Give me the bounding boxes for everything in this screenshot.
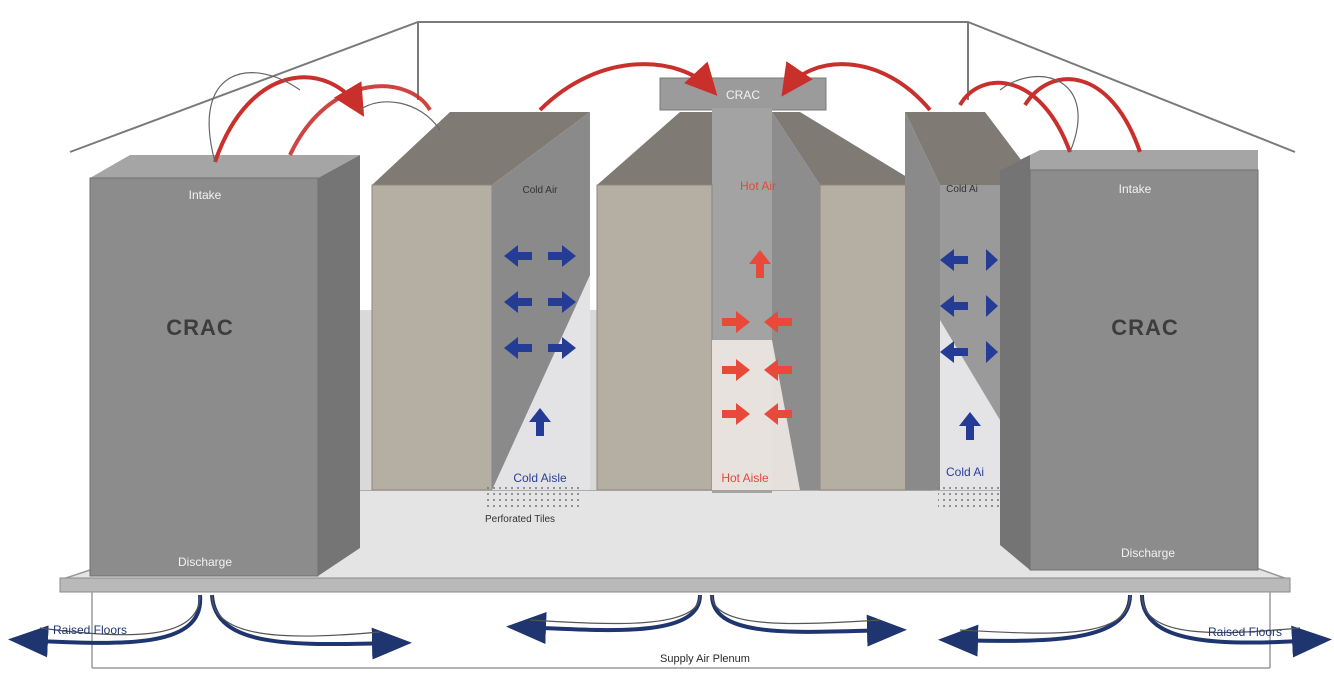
cold-air-right-label: Cold Ai — [946, 184, 978, 195]
supply-air-plenum-label: Supply Air Plenum — [660, 653, 750, 665]
cold-aisle-right-label: Cold Ai — [946, 465, 984, 479]
crac-left-discharge-label: Discharge — [178, 555, 232, 569]
crac-left-intake-label: Intake — [189, 188, 222, 202]
crac-left-title: CRAC — [166, 315, 234, 340]
crac-top-label: CRAC — [726, 88, 760, 102]
cold-aisle-left-label: Cold Aisle — [513, 471, 567, 485]
perforated-tiles-left — [486, 486, 582, 508]
crac-right-intake-label: Intake — [1119, 182, 1152, 196]
crac-unit-left — [90, 155, 360, 576]
perforated-tiles-label: Perforated Tiles — [485, 514, 555, 525]
crac-unit-right — [1000, 150, 1258, 570]
crac-right-title: CRAC — [1111, 315, 1179, 340]
cold-air-left-label: Cold Air — [522, 185, 558, 196]
hot-aisle-label: Hot Aisle — [721, 471, 769, 485]
hot-air-label: Hot Air — [740, 179, 776, 193]
rack-center-left — [597, 112, 712, 490]
raised-floors-left-label: Raised Floors — [53, 623, 127, 637]
crac-right-discharge-label: Discharge — [1121, 546, 1175, 560]
raised-floors-right-label: Raised Floors — [1208, 625, 1282, 639]
underfloor-thin-arcs — [40, 595, 1300, 636]
perforated-tiles-right — [938, 486, 1000, 508]
